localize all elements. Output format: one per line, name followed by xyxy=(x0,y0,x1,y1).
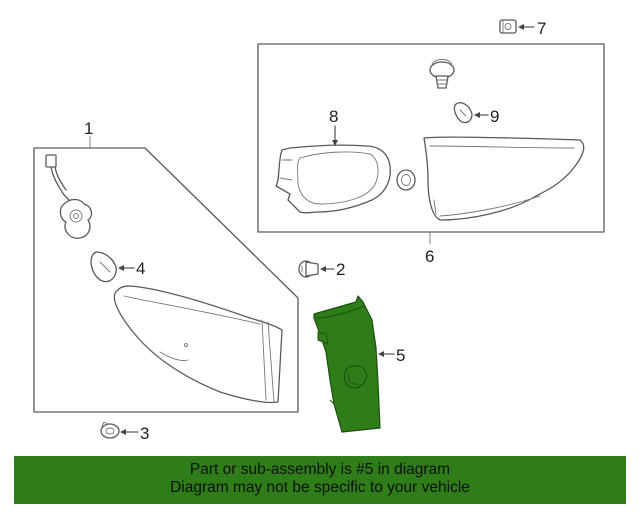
banner-line-2: Diagram may not be specific to your vehi… xyxy=(170,479,470,496)
callout-8: 8 xyxy=(329,107,338,126)
callout-5: 5 xyxy=(396,346,405,365)
inner-lamp-group-outline xyxy=(257,43,605,233)
parts-diagram: 1 4 3 2 xyxy=(33,19,605,443)
callout-6: 6 xyxy=(425,247,434,266)
callout-2: 2 xyxy=(336,260,345,279)
socket-wire-part xyxy=(45,154,93,239)
bulb-part-9 xyxy=(453,102,473,124)
bulb-part xyxy=(90,251,117,283)
clip-part-3 xyxy=(100,421,120,439)
screw-part xyxy=(429,59,455,89)
nut-part-7 xyxy=(499,19,517,34)
lamp-assembly-outline xyxy=(33,147,299,413)
banner-line-1: Part or sub-assembly is #5 in diagram xyxy=(189,461,451,478)
tail-lamp-lens xyxy=(113,285,283,404)
callout-1: 1 xyxy=(84,119,93,138)
callout-9: 9 xyxy=(490,107,499,126)
inner-lamp-lens xyxy=(423,136,585,221)
callout-4: 4 xyxy=(136,259,145,278)
callout-3: 3 xyxy=(140,424,149,443)
clip-part-2 xyxy=(298,260,319,278)
socket-part-8 xyxy=(275,144,391,214)
info-banner: Part or sub-assembly is #5 in diagram Di… xyxy=(14,456,626,504)
callout-7: 7 xyxy=(537,19,546,38)
cover-panel-part-5 xyxy=(313,295,381,433)
gasket-ring xyxy=(396,169,416,191)
